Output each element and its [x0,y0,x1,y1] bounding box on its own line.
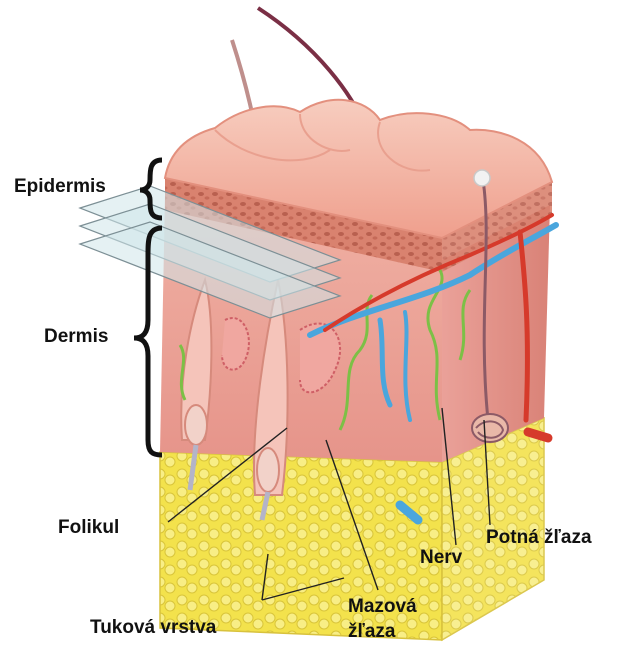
label-epidermis: Epidermis [14,176,106,198]
label-potna-zlaza: Potná žľaza [486,527,592,549]
label-dermis: Dermis [44,326,108,348]
label-folikul: Folikul [58,517,119,539]
label-mazova-line1: Mazová [348,596,417,618]
label-tukova-vrstva: Tuková vrstva [90,617,216,639]
label-mazova-line2: žľaza [348,621,395,643]
label-nerv: Nerv [420,547,462,569]
